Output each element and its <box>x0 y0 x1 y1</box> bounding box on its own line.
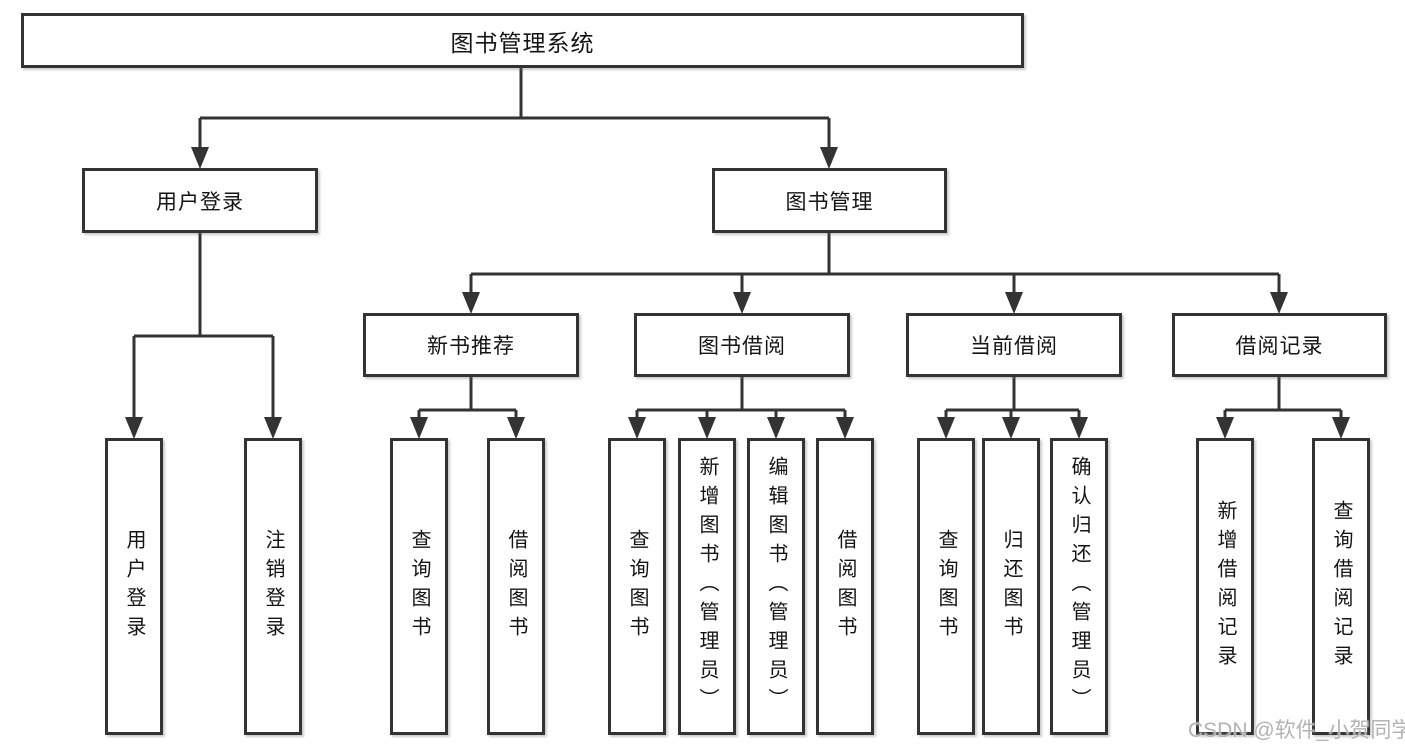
arrowheads <box>125 147 1350 439</box>
edge-borrow-record-children <box>1223 377 1343 420</box>
arrowhead-icon <box>1216 417 1234 439</box>
node-query-book-current: 查询图书 <box>917 438 975 735</box>
node-label: 查询图书 <box>935 528 957 645</box>
node-add-book-admin: 新增图书（管理员） <box>678 438 736 735</box>
node-return-book: 归还图书 <box>982 438 1040 735</box>
node-borrow-book: 借阅图书 <box>816 438 874 735</box>
node-query-book-borrow: 查询图书 <box>608 438 666 735</box>
arrowhead-icon <box>767 417 785 439</box>
arrowhead-icon <box>1070 417 1088 439</box>
edge-book-borrow-children <box>635 377 847 420</box>
node-label: 用户登录 <box>123 528 145 645</box>
arrowhead-icon <box>462 292 480 314</box>
node-label: 确认归还（管理员） <box>1068 456 1090 717</box>
arrowhead-icon <box>125 417 143 439</box>
node-label: 新增借阅记录 <box>1214 499 1236 674</box>
node-book-management: 图书管理 <box>712 168 947 233</box>
arrowhead-icon <box>733 292 751 314</box>
node-confirm-return-admin: 确认归还（管理员） <box>1050 438 1108 735</box>
node-root-label: 图书管理系统 <box>450 29 595 56</box>
node-add-borrow-record: 新增借阅记录 <box>1196 438 1254 735</box>
edge-current-borrow-children <box>944 377 1081 420</box>
arrowhead-icon <box>507 417 525 439</box>
arrowhead-icon <box>1270 292 1288 314</box>
node-label: 当前借阅 <box>970 335 1058 358</box>
edge-user-login-children <box>132 233 275 420</box>
node-label: 新增图书（管理员） <box>696 456 718 717</box>
arrowhead-icon <box>1005 292 1023 314</box>
arrowhead-icon <box>264 417 282 439</box>
node-label: 编辑图书（管理员） <box>765 456 787 717</box>
node-root: 图书管理系统 <box>21 13 1024 68</box>
arrowhead-icon <box>628 417 646 439</box>
arrowhead-icon <box>410 417 428 439</box>
node-label: 新书推荐 <box>427 335 515 358</box>
node-label: 图书管理 <box>785 190 874 214</box>
arrowhead-icon <box>1332 417 1350 439</box>
tree-edges <box>132 68 1343 420</box>
node-label: 查询图书 <box>626 528 648 645</box>
node-user-login: 用户登录 <box>82 168 318 233</box>
node-book-borrow: 图书借阅 <box>634 313 850 377</box>
arrowhead-icon <box>191 147 209 169</box>
arrowhead-icon <box>937 417 955 439</box>
node-label: 查询图书 <box>408 528 430 645</box>
node-borrow-record: 借阅记录 <box>1172 313 1387 377</box>
csdn-watermark: CSDN @软件_小贺同学 <box>1188 719 1405 742</box>
node-label: 借阅记录 <box>1235 335 1324 358</box>
node-label: 注销登录 <box>262 528 284 645</box>
node-query-book-recommend: 查询图书 <box>390 438 448 735</box>
arrowhead-icon <box>836 417 854 439</box>
node-current-borrow: 当前借阅 <box>906 313 1122 377</box>
edge-new-book-recommend-children <box>417 377 518 420</box>
edge-root-to-level2 <box>198 68 831 150</box>
node-borrow-book-recommend: 借阅图书 <box>487 438 545 735</box>
node-label: 借阅图书 <box>834 528 856 645</box>
node-label: 归还图书 <box>1000 528 1022 645</box>
node-logout: 注销登录 <box>244 438 302 735</box>
node-label: 查询借阅记录 <box>1330 499 1352 674</box>
node-label: 用户登录 <box>156 190 244 214</box>
edge-book-management-children <box>469 233 1281 295</box>
node-new-book-recommend: 新书推荐 <box>363 313 579 377</box>
arrowhead-icon <box>698 417 716 439</box>
node-edit-book-admin: 编辑图书（管理员） <box>747 438 805 735</box>
node-label: 图书借阅 <box>698 335 786 358</box>
node-login: 用户登录 <box>105 438 163 735</box>
arrowhead-icon <box>820 147 838 169</box>
arrowhead-icon <box>1002 417 1020 439</box>
node-query-borrow-record: 查询借阅记录 <box>1312 438 1370 735</box>
node-label: 借阅图书 <box>505 528 527 645</box>
